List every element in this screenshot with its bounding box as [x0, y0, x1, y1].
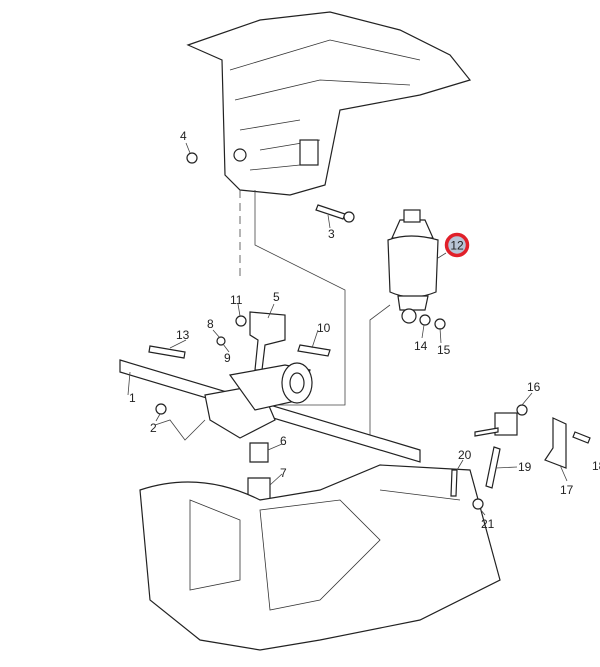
- bolt-21: [472, 498, 484, 510]
- bumper-6: [249, 442, 269, 463]
- label-20: 20: [458, 448, 472, 462]
- label-11: 11: [230, 293, 243, 307]
- label-21: 21: [481, 517, 495, 531]
- label-4: 4: [180, 129, 187, 143]
- label-3: 3: [328, 227, 335, 241]
- bolt-3: [315, 204, 355, 223]
- label-12: 12: [450, 239, 464, 253]
- highlighted-callout-12[interactable]: 12: [444, 232, 470, 258]
- label-9: 9: [224, 351, 231, 365]
- bracket-17: [544, 417, 567, 469]
- label-5: 5: [273, 290, 280, 304]
- label-8: 8: [207, 317, 214, 331]
- label-1: 1: [129, 391, 136, 405]
- label-2: 2: [150, 421, 157, 435]
- label-13: 13: [176, 328, 190, 342]
- height-sensor-16: [474, 404, 528, 437]
- label-7: 7: [280, 466, 287, 480]
- bolt-18: [572, 431, 591, 444]
- bracket-20: [450, 469, 458, 497]
- axle-assembly: [119, 359, 421, 463]
- bracket-5: [216, 311, 331, 371]
- label-14: 14: [414, 339, 428, 353]
- nut-4: [186, 152, 198, 164]
- lower-frame: [139, 464, 501, 651]
- label-17: 17: [560, 483, 574, 497]
- label-6: 6: [280, 434, 287, 448]
- label-16: 16: [527, 380, 541, 394]
- bolt-2: [155, 403, 167, 415]
- label-15: 15: [437, 343, 451, 357]
- air-spring-12: [387, 209, 446, 330]
- bolt-13: [148, 345, 186, 359]
- link-19: [485, 446, 501, 489]
- label-19: 19: [518, 460, 532, 474]
- label-10: 10: [317, 321, 331, 335]
- label-18: 18: [592, 459, 600, 473]
- upper-body-frame: [186, 11, 472, 196]
